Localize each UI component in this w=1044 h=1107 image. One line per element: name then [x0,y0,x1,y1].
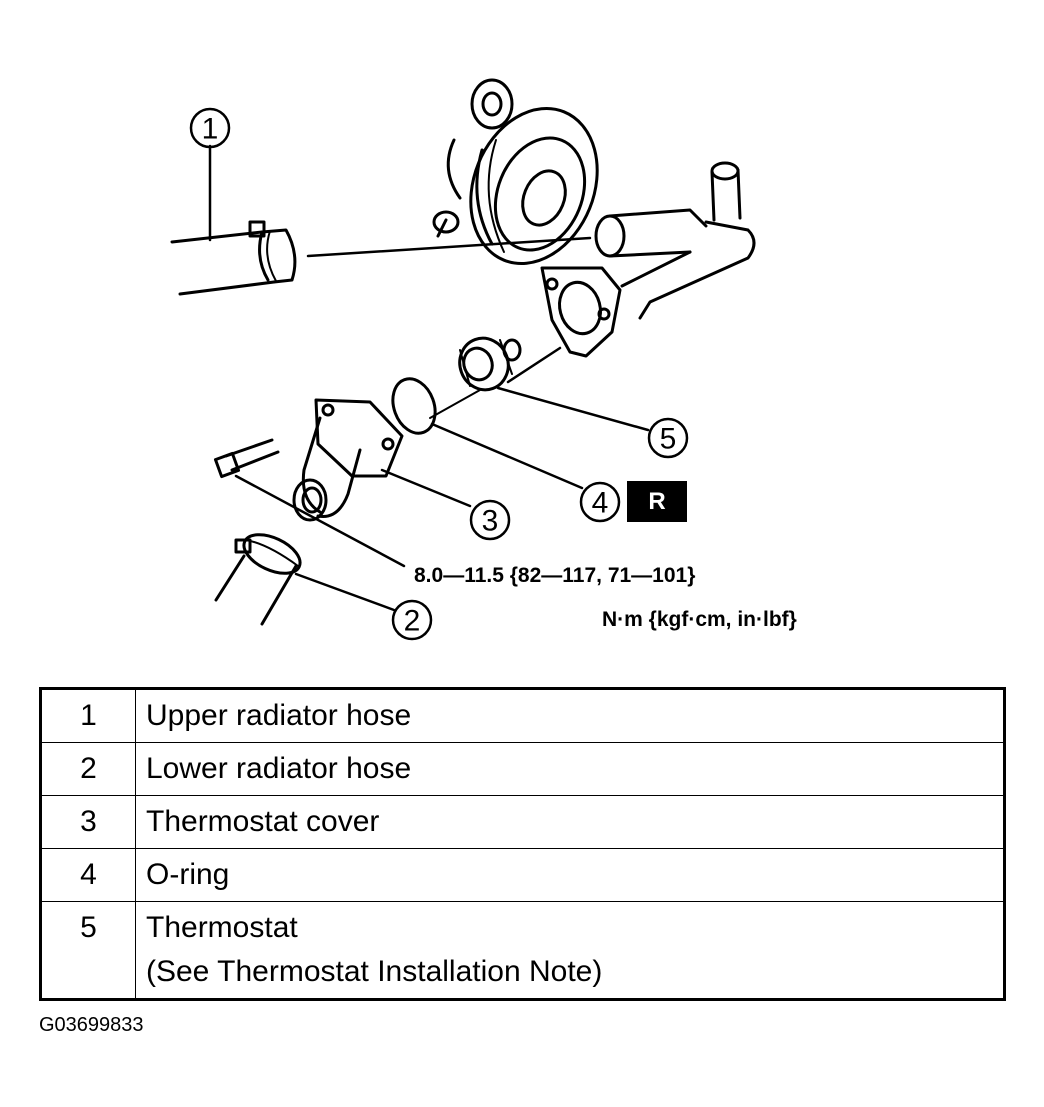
legend-desc-text: Lower radiator hose [146,752,412,785]
callout-5: 5 [660,423,677,456]
table-row: 4 O-ring [40,848,1005,902]
callout-4: 4 [592,487,609,520]
legend-num: 4 [40,848,136,902]
legend-num: 3 [40,795,136,849]
legend-desc-text: Thermostat [146,911,298,944]
legend-num: 2 [40,742,136,796]
table-row: 3 Thermostat cover [40,795,1005,849]
callout-3: 3 [482,505,499,538]
legend-desc: Upper radiator hose [135,688,1005,743]
water-pump-pulley [432,78,599,266]
thermostat-cover [292,398,472,522]
legend-desc: Thermostat cover [135,795,1005,849]
callout-2: 2 [404,605,421,638]
exploded-parts-diagram: 1 2 3 4 5 R 8.0—11.5 {82—117, 71—101} N·… [170,78,797,641]
legend-desc-text: Thermostat cover [146,805,380,838]
replace-badge: R [627,481,687,522]
legend-desc: Thermostat (See Thermostat Installation … [135,901,1005,1000]
legend-desc-text: Upper radiator hose [146,699,412,732]
torque-spec-units: N·m {kgf·cm, in·lbf} [602,608,797,631]
thermostat [458,336,650,432]
lower-radiator-hose [214,533,396,626]
torque-spec-value: 8.0—11.5 {82—117, 71—101} [414,564,696,587]
legend-desc: O-ring [135,848,1005,902]
table-row: 1 Upper radiator hose [40,688,1005,743]
legend-note-text: (See Thermostat Installation Note) [146,955,603,988]
cover-bolt [213,438,406,568]
parts-legend-table: 1 Upper radiator hose 2 Lower radiator h… [39,687,1006,1001]
legend-num: 1 [40,688,136,743]
callout-1: 1 [202,113,219,146]
legend-num: 5 [40,901,136,1000]
table-row: 5 Thermostat (See Thermostat Installatio… [40,901,1005,1000]
legend-desc: Lower radiator hose [135,742,1005,796]
upper-radiator-hose [170,220,592,296]
o-ring [391,377,584,490]
figure-id: G03699833 [39,1014,144,1036]
diagram-drawing: 1 2 3 4 5 [170,78,756,641]
table-row: 2 Lower radiator hose [40,742,1005,796]
legend-desc-text: O-ring [146,858,230,891]
water-inlet-pipe [506,161,756,384]
